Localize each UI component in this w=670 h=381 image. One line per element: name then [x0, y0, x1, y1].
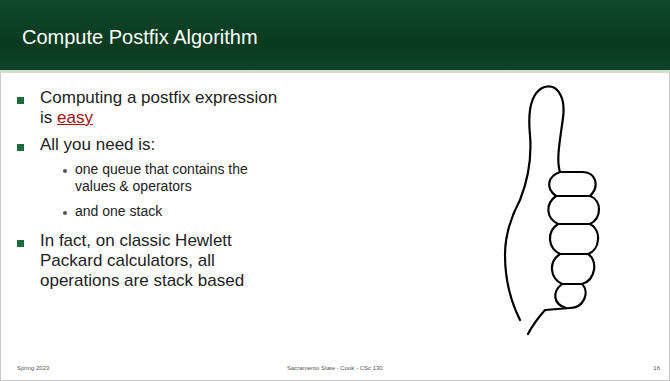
page-number: 16 — [640, 365, 660, 371]
bullet-text: All you need is: — [40, 135, 290, 155]
sub-bullet-dot — [63, 211, 67, 215]
bullet-text: Computing a postfix expression is easy — [40, 88, 290, 128]
bullet-square — [17, 97, 24, 104]
title-rule — [0, 70, 670, 73]
emphasis-word: easy — [57, 108, 93, 127]
sub-bullet-text: and one stack — [75, 203, 280, 220]
sub-bullet-dot — [63, 169, 67, 173]
bullet-square — [17, 144, 24, 151]
footer-source: Sacramento State - Cook - CSc 130 — [287, 365, 383, 371]
sub-bullet-text: one queue that contains the values & ope… — [75, 161, 280, 195]
bullet-text: In fact, on classic Hewlett Packard calc… — [40, 231, 290, 291]
footer-date: Spring 2023 — [17, 365, 49, 371]
slide-title: Compute Postfix Algorithm — [22, 26, 258, 49]
bullet-square — [17, 240, 24, 247]
